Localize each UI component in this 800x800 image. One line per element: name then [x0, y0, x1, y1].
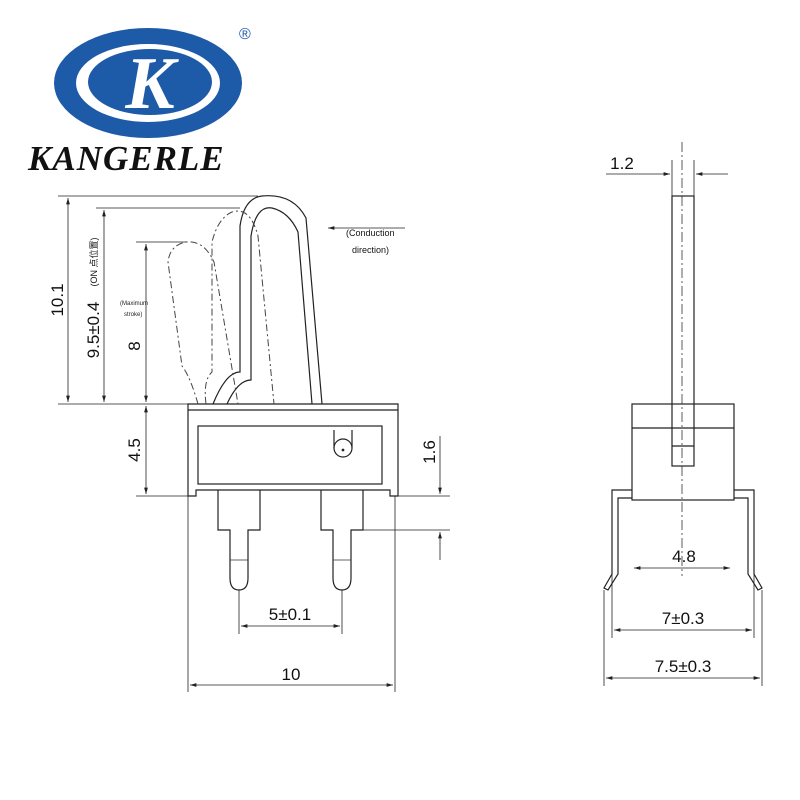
dim-inner-width: 4.8 — [672, 547, 696, 566]
dim-pin-offset: 1.6 — [420, 440, 439, 464]
dim-on-label: (ON 点位置) — [88, 238, 99, 287]
registered-mark: ® — [239, 26, 251, 43]
lever-solid — [212, 195, 323, 405]
dim-body-width: 10 — [282, 665, 301, 684]
dim-width-mid: 7±0.3 — [662, 609, 704, 628]
leg-left — [603, 489, 632, 591]
front-view: 10.1 9.5±0.4 (ON 点位置) 8 (Maximum stroke)… — [48, 195, 450, 692]
logo-mark: K — [124, 43, 179, 125]
housing-inner — [197, 425, 383, 485]
dim-lever-thickness: 1.2 — [610, 154, 634, 173]
pivot-circle — [333, 438, 353, 458]
conduction-label-2: direction) — [352, 245, 389, 255]
lever-dashed-on — [204, 210, 275, 405]
leg-right — [734, 489, 763, 591]
pin-right — [320, 490, 364, 591]
housing-outline — [187, 403, 399, 497]
conduction-label-1: (Conduction — [346, 228, 395, 238]
lever-dashed-max — [167, 241, 239, 405]
stroke-label-2: stroke) — [124, 312, 142, 318]
lever-side — [671, 195, 695, 467]
brand-name: KANGERLE — [27, 139, 225, 178]
side-view: 1.2 4.8 7±0.3 7.5±0.3 — [603, 142, 763, 686]
dim-pin-pitch: 5±0.1 — [269, 605, 311, 624]
brand-logo: K ® KANGERLE — [27, 26, 251, 178]
dim-height-on: 9.5±0.4 — [84, 302, 103, 359]
pin-left — [217, 490, 261, 591]
stroke-label-1: (Maximum — [120, 301, 148, 307]
dim-height-total: 10.1 — [48, 283, 67, 316]
dim-stroke: 8 — [125, 341, 144, 350]
dim-width-outer: 7.5±0.3 — [655, 657, 712, 676]
housing-side — [631, 403, 735, 501]
dim-body-height: 4.5 — [125, 438, 144, 462]
